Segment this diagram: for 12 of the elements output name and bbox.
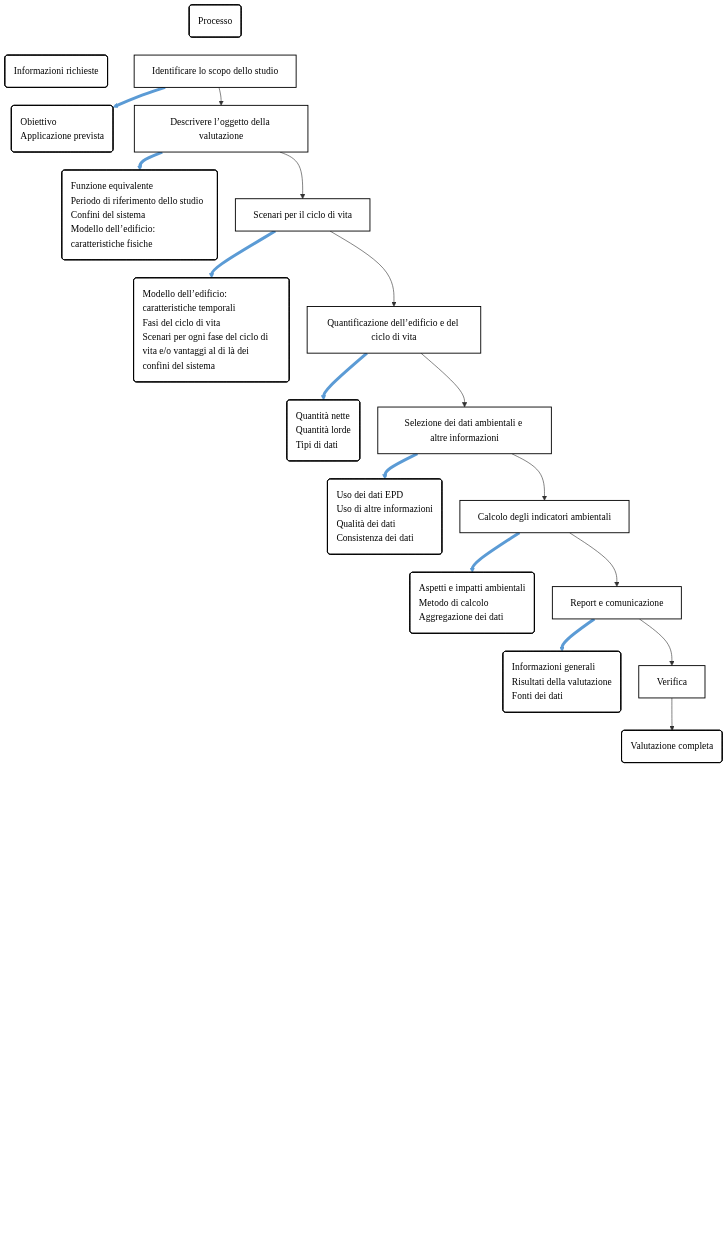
node-box: Report e comunicazione bbox=[551, 586, 682, 620]
node-box: Calcolo degli indicatori ambientali bbox=[459, 499, 630, 534]
node-box: Quantificazione dell’edificio e del ciclo di vita bbox=[306, 306, 482, 354]
arrow bbox=[469, 531, 521, 573]
node-box: Selezione dei dati ambientali e altre informazioni bbox=[377, 406, 552, 455]
arrow bbox=[382, 452, 419, 480]
node-box: Descrivere l’oggetto della valutazione bbox=[133, 104, 309, 153]
node-box: Verifica bbox=[638, 665, 706, 699]
arrow bbox=[320, 352, 368, 401]
node-box: Scenari per il ciclo di vita bbox=[234, 198, 371, 232]
arrow bbox=[559, 617, 596, 652]
node-box: Identificare lo scopo dello studio bbox=[133, 54, 297, 88]
